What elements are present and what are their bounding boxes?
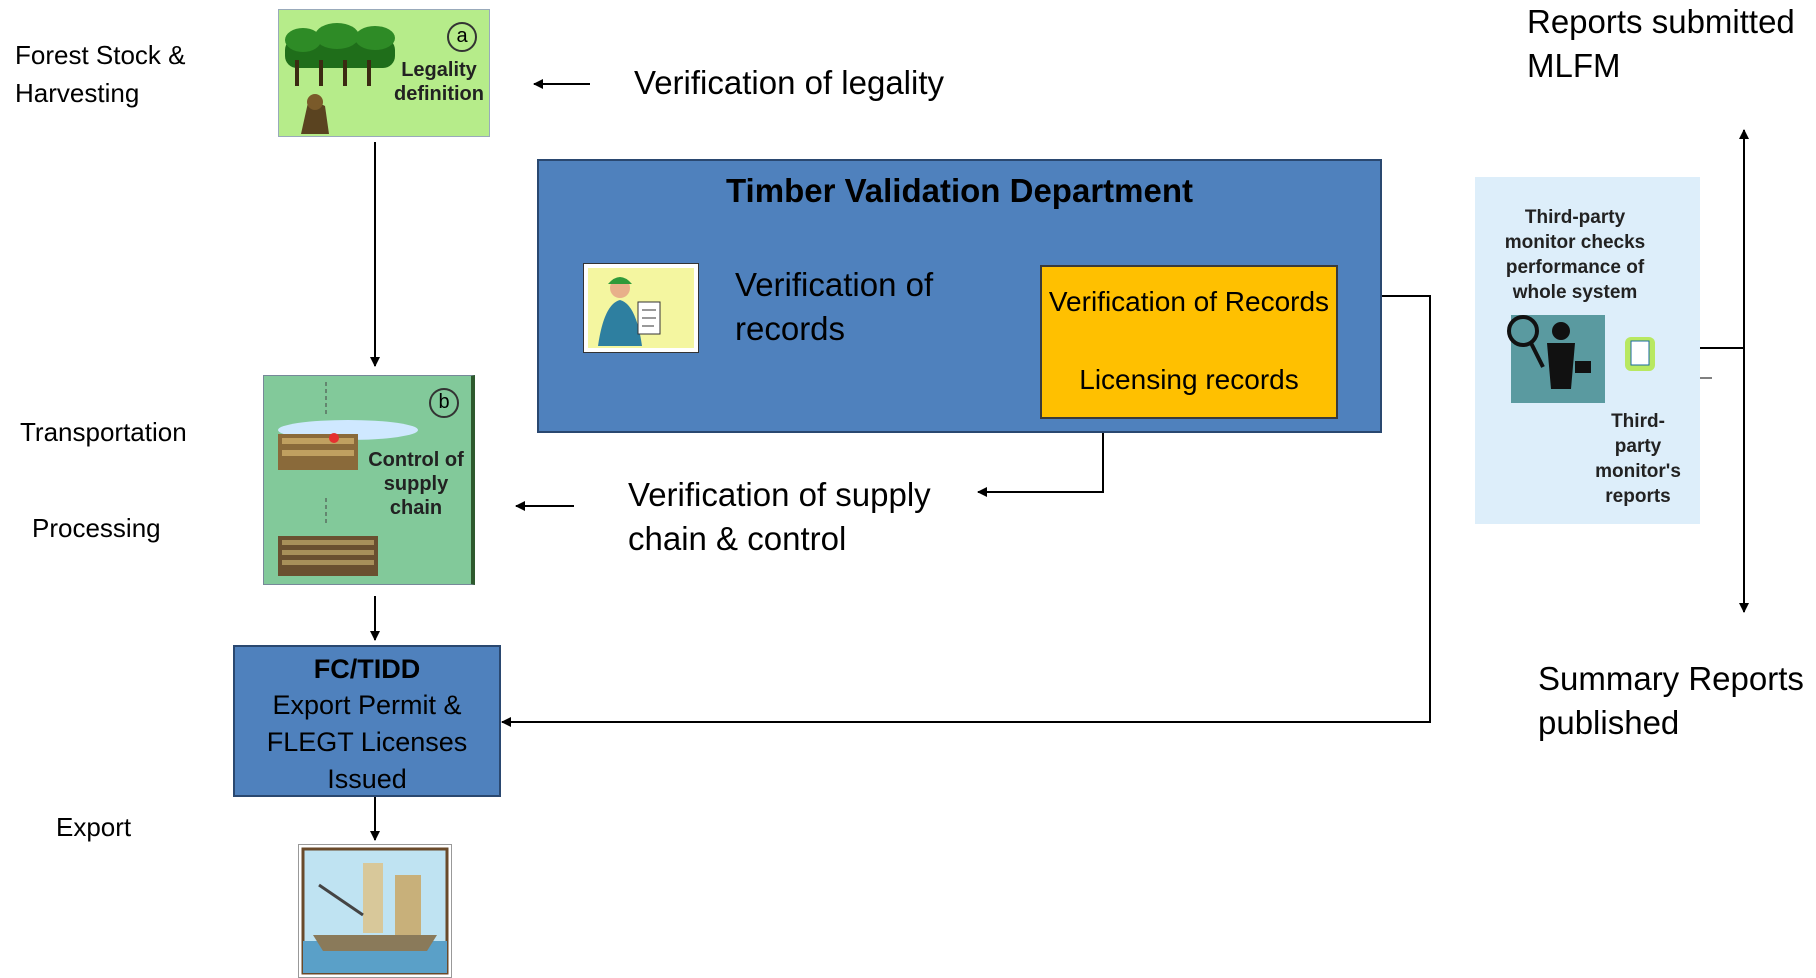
monitor-top-line2: monitor checks [1504, 232, 1646, 253]
label-verification-supply-chain: Verification of supply chain & control [628, 473, 931, 561]
label-processing: Processing [32, 513, 161, 543]
monitor-top-line3: performance of [1505, 257, 1645, 278]
fc-tidd-line2: FLEGT Licenses [266, 727, 468, 757]
tvd-verification-records-line2: records [735, 310, 846, 347]
fc-tidd-line1: Export Permit & [272, 690, 462, 720]
label-summary-reports-line2: published [1538, 704, 1680, 741]
badge-b: b [429, 388, 459, 418]
inspector-magnifier-icon [1507, 315, 1655, 403]
legality-definition-tile: a Legality definition [278, 9, 490, 137]
monitor-bottom-line1: Third- [1611, 411, 1665, 432]
supply-chain-text-line3: chain [389, 497, 443, 519]
inner-verification-records: Verification of Records [1048, 286, 1330, 317]
monitor-top-text: Third-party monitor checks performance o… [1475, 205, 1675, 305]
badge-a: a [447, 22, 477, 52]
arrow-tvd-to-fc [501, 295, 1431, 727]
label-reports-submitted-line1: Reports submitted [1527, 3, 1795, 40]
forest-icon [285, 23, 395, 134]
fc-tidd-box: FC/TIDD Export Permit & FLEGT Licenses I… [233, 645, 501, 797]
label-forest-stock-line1: Forest Stock & [15, 40, 186, 70]
timber-validation-department-box: Timber Validation Department Verificatio… [537, 159, 1382, 433]
records-licensing-box: Verification of Records Licensing record… [1040, 265, 1338, 419]
fc-tidd-line3: Issued [327, 764, 407, 794]
monitor-top-line1: Third-party [1524, 207, 1626, 228]
supply-chain-text-line2: supply [383, 473, 449, 495]
label-reports-submitted-line2: MLFM [1527, 47, 1621, 84]
arrow-records-to-supply [977, 433, 1104, 497]
label-verification-supply-line2: chain & control [628, 520, 847, 557]
label-transportation: Transportation [20, 417, 187, 447]
label-summary-reports-line1: Summary Reports [1538, 660, 1804, 697]
label-forest-stock-line2: Harvesting [15, 78, 140, 108]
third-party-monitor-tile: Third-party monitor checks performance o… [1475, 177, 1700, 524]
tvd-verification-records: Verification of records [735, 263, 933, 351]
monitor-top-line4: whole system [1512, 282, 1638, 303]
legality-text-line2: definition [394, 83, 484, 105]
legality-definition-text: Legality definition [389, 58, 489, 106]
label-verification-supply-line1: Verification of supply [628, 476, 931, 513]
supply-chain-text: Control of supply chain [360, 448, 472, 520]
supply-chain-icon [278, 382, 418, 576]
legality-text-line1: Legality [401, 59, 477, 81]
label-export: Export [56, 812, 132, 842]
monitor-bottom-line3: monitor's [1595, 461, 1681, 482]
label-verification-legality: Verification of legality [634, 64, 945, 101]
tvd-verification-records-line1: Verification of [735, 266, 934, 303]
label-reports-submitted: Reports submitted MLFM [1527, 0, 1795, 88]
supply-chain-control-tile: b Control of supply chain [263, 375, 475, 585]
inner-licensing-records: Licensing records [1079, 364, 1299, 395]
label-summary-reports: Summary Reports published [1538, 657, 1804, 745]
monitor-bottom-text: Third- party monitor's reports [1583, 409, 1693, 509]
monitor-bottom-line2: party [1614, 436, 1662, 457]
inspector-icon [583, 263, 699, 353]
ship-icon [301, 847, 449, 975]
label-forest-stock: Forest Stock & Harvesting [15, 36, 186, 112]
export-ship-tile [298, 844, 452, 978]
tvd-title: Timber Validation Department [726, 172, 1193, 209]
supply-chain-text-line1: Control of [368, 449, 464, 471]
fc-tidd-title: FC/TIDD [313, 654, 421, 684]
monitor-bottom-line4: reports [1605, 486, 1671, 507]
